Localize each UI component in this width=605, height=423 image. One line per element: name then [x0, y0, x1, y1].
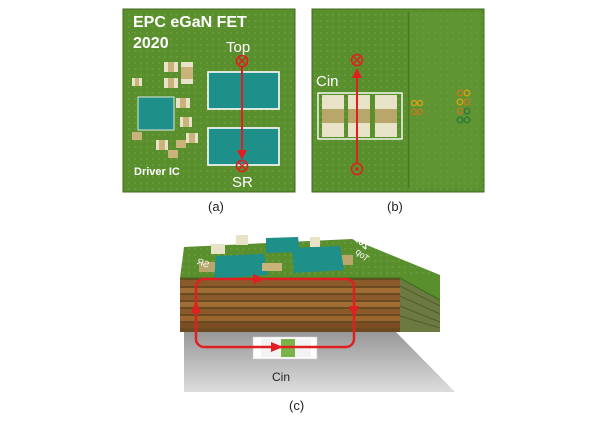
panel-a-title-line1: EPC eGaN FET	[133, 14, 247, 31]
board-layers	[180, 278, 441, 332]
board-top-parts	[199, 235, 353, 279]
top-fet	[207, 71, 280, 110]
caption-c: (c)	[289, 398, 304, 413]
panel-c-cin-label: Cin	[272, 370, 290, 384]
panel-c: EPC eGaN 2020 Top SR Cin	[180, 212, 455, 392]
panel-c-current-loop	[191, 274, 359, 352]
panel-b-vias	[410, 89, 471, 124]
panel-a-current-path	[235, 54, 249, 173]
panel-b: Cin	[311, 8, 485, 193]
caption-b: (b)	[387, 199, 403, 214]
caption-a: (a)	[208, 199, 224, 214]
top-label: Top	[226, 39, 250, 56]
board-shadow	[184, 330, 455, 392]
side-text-sr: SR	[195, 256, 211, 270]
panel-a-passives	[132, 62, 198, 158]
driver-ic	[137, 96, 175, 131]
driver-ic-label: Driver IC	[134, 166, 180, 178]
sr-label: SR	[232, 174, 253, 191]
panel-b-capacitors	[317, 92, 403, 140]
panel-b-cin-label: Cin	[316, 73, 339, 90]
panel-a-title-line2: 2020	[133, 35, 169, 52]
sr-fet	[207, 127, 280, 166]
panel-a: EPC eGaN FET 2020 Top Driver IC SR	[122, 8, 296, 193]
panel-b-current-path	[350, 53, 364, 176]
